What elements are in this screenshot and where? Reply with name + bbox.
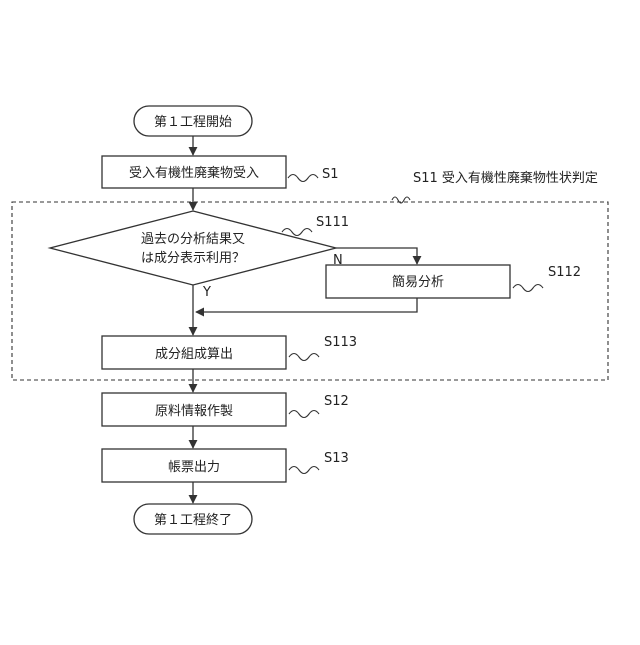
decision-s111	[50, 211, 336, 285]
end-label: 第１工程終了	[154, 512, 232, 528]
branch-yes-label: Y	[202, 285, 211, 300]
step-s13-label: 帳票出力	[168, 460, 220, 475]
step-s1-label: 受入有機性廃棄物受入	[129, 165, 259, 181]
decision-line1: 過去の分析結果又	[141, 232, 245, 247]
ref-s111: S111	[316, 215, 349, 230]
arrow-s112-return	[196, 298, 417, 312]
ref-s113-leader	[289, 354, 319, 361]
ref-s112-leader	[513, 285, 543, 292]
ref-s13: S13	[324, 451, 349, 466]
ref-s113: S113	[324, 335, 357, 350]
ref-s12: S12	[324, 394, 349, 409]
decision-line2: は成分表示利用？	[141, 251, 245, 266]
ref-s12-leader	[289, 411, 319, 418]
start-label: 第１工程開始	[154, 115, 232, 130]
ref-s1-leader	[288, 175, 318, 182]
step-s12-label: 原料情報作製	[155, 404, 233, 419]
step-s113-label: 成分組成算出	[155, 347, 233, 362]
ref-s111-leader	[282, 229, 312, 236]
ref-s112: S112	[548, 265, 581, 280]
group-s11-label: S11 受入有機性廃棄物性状判定	[413, 170, 598, 186]
arrow-decision-s112	[336, 248, 417, 264]
ref-s13-leader	[289, 467, 319, 474]
ref-s1: S1	[322, 167, 339, 182]
step-s112-label: 簡易分析	[392, 275, 444, 290]
